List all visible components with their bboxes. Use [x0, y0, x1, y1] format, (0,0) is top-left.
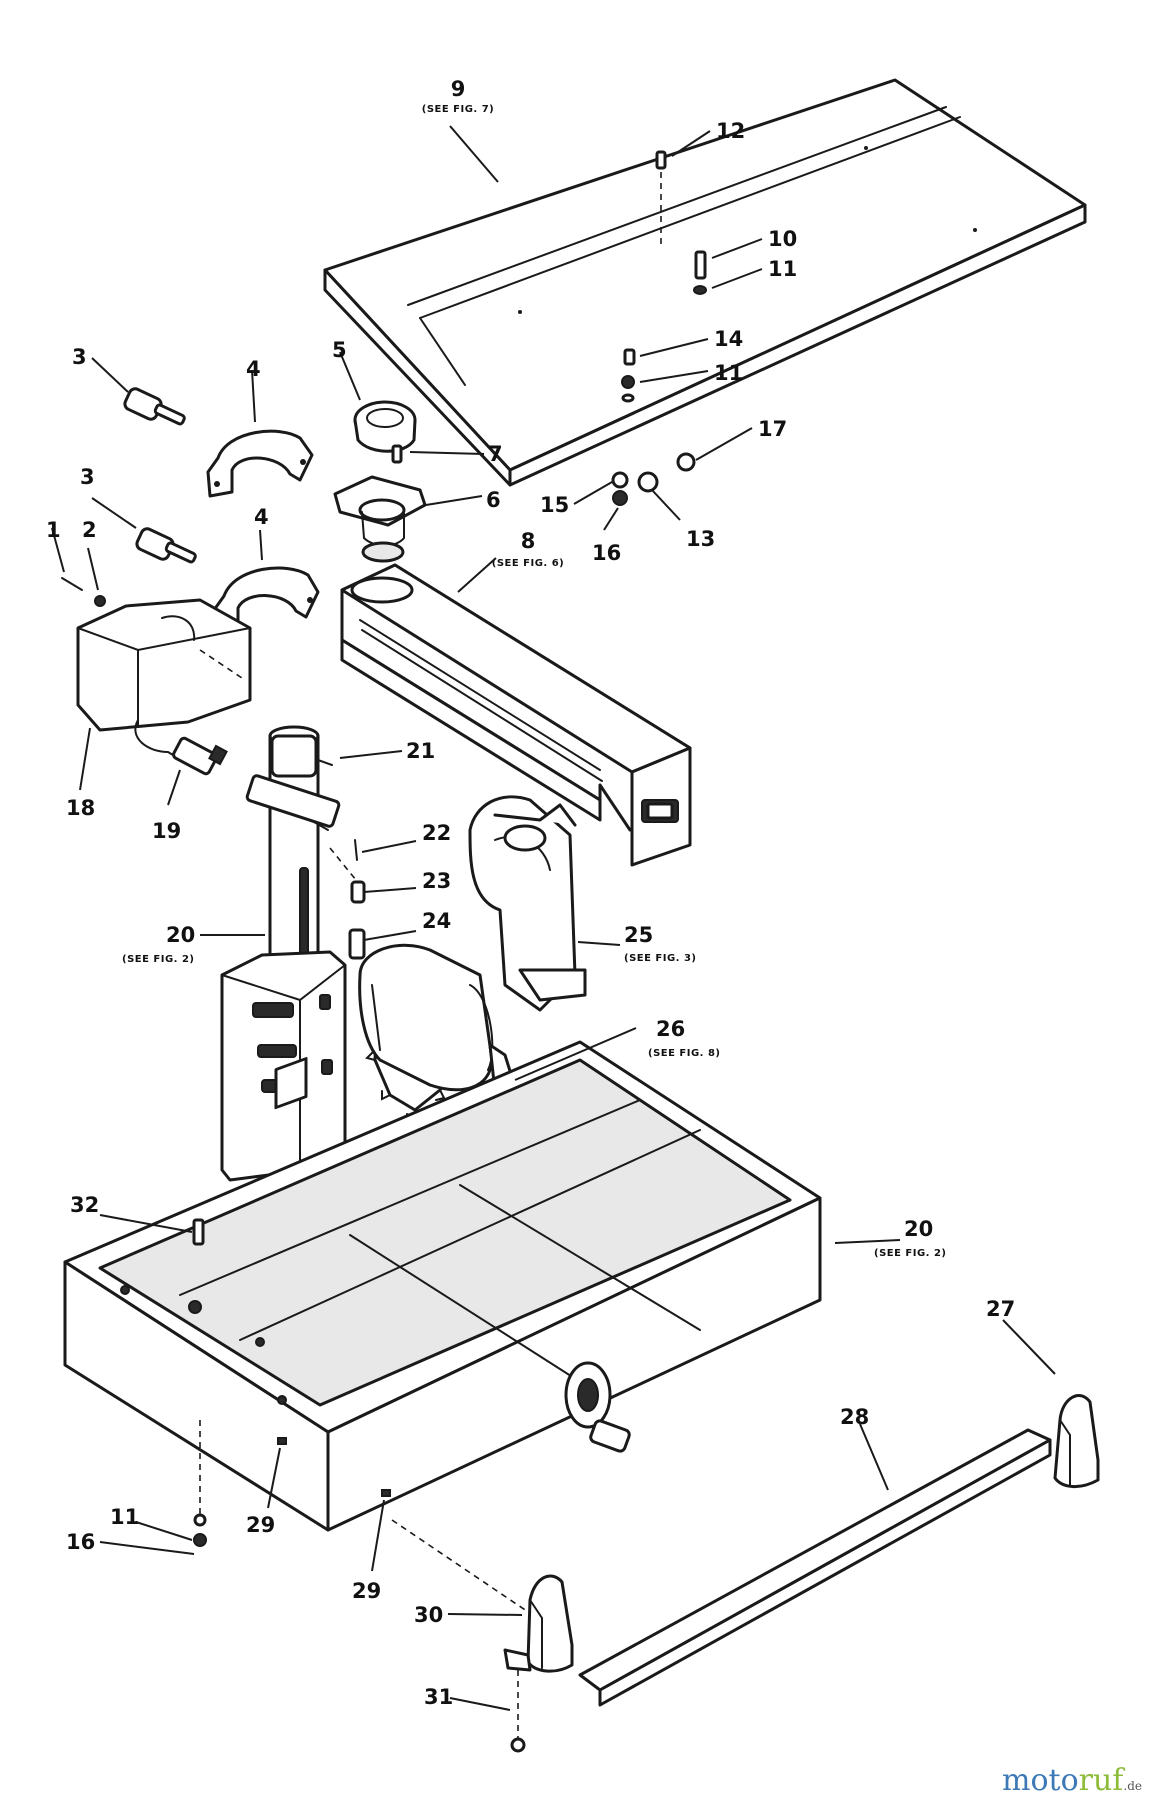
leader-lines [51, 125, 1056, 1711]
callout-26: 26 [656, 1017, 685, 1041]
callout-8: 8 [521, 529, 536, 553]
callout-31: 31 [424, 1685, 453, 1709]
callout-2: 2 [82, 518, 97, 542]
saw-yoke [468, 795, 577, 1012]
callout-27: 27 [986, 1297, 1015, 1321]
callout-11b: 11 [714, 361, 743, 385]
callout-22: 22 [422, 821, 451, 845]
callout-4a: 4 [246, 357, 261, 381]
callout-15: 15 [540, 493, 569, 517]
callout-30: 30 [414, 1603, 443, 1627]
set-screw [391, 444, 403, 464]
callout-8-ref: (SEE FIG. 6) [492, 558, 564, 569]
callout-1: 1 [46, 518, 61, 542]
power-plug [134, 719, 228, 776]
svg-text:motoruf.de: motoruf.de [1002, 1763, 1142, 1798]
callout-12: 12 [716, 119, 745, 143]
callout-11a: 11 [768, 257, 797, 281]
callout-25: 25 [624, 923, 653, 947]
callout-9-ref: (SEE FIG. 7) [422, 104, 494, 115]
column-hardware [317, 759, 366, 960]
front-rail [391, 1428, 1052, 1707]
callout-4b: 4 [254, 505, 269, 529]
elevation-crank-bolt-upper [123, 387, 186, 426]
base-frame [63, 1040, 822, 1532]
column-cap [353, 400, 417, 453]
callout-6: 6 [486, 488, 501, 512]
callout-9: 9 [451, 77, 466, 101]
callout-10: 10 [768, 227, 797, 251]
column-clamp-upper [206, 429, 314, 498]
callout-16b: 16 [66, 1530, 95, 1554]
callout-19: 19 [152, 819, 181, 843]
callout-20a-ref: (SEE FIG. 2) [122, 954, 194, 965]
callout-20b-ref: (SEE FIG. 2) [874, 1248, 946, 1259]
elevation-crank-bolt-lower [135, 527, 197, 564]
callout-20a: 20 [166, 923, 195, 947]
callout-20b: 20 [904, 1217, 933, 1241]
callout-17: 17 [758, 417, 787, 441]
leg-screw [510, 1670, 526, 1753]
base-hardware [192, 1218, 391, 1547]
callout-32: 32 [70, 1193, 99, 1217]
radial-arm [340, 563, 692, 867]
callout-26-ref: (SEE FIG. 8) [648, 1048, 720, 1059]
elevation-crank [564, 1361, 631, 1453]
callout-3b: 3 [80, 465, 95, 489]
callout-14: 14 [714, 327, 743, 351]
callout-7: 7 [488, 442, 503, 466]
table-hardware [611, 150, 707, 506]
leg-right [1053, 1394, 1100, 1488]
table-top [323, 78, 1087, 487]
ring-gear-bracket [333, 475, 427, 563]
callout-18: 18 [66, 796, 95, 820]
callout-labels: 9 (SEE FIG. 7) 12 10 11 14 11 17 15 16 1… [46, 77, 1015, 1709]
callout-3a: 3 [72, 345, 87, 369]
callout-13: 13 [686, 527, 715, 551]
callout-21: 21 [406, 739, 435, 763]
callout-29a: 29 [246, 1513, 275, 1537]
switch-screw [61, 577, 106, 607]
callout-28: 28 [840, 1405, 869, 1429]
callout-24: 24 [422, 909, 451, 933]
callout-11c: 11 [110, 1505, 139, 1529]
callout-23: 23 [422, 869, 451, 893]
callout-25-ref: (SEE FIG. 3) [624, 953, 696, 964]
column-tube [245, 725, 341, 988]
callout-16a: 16 [592, 541, 621, 565]
watermark-logo: motoruf.de [1002, 1763, 1142, 1798]
callout-5: 5 [332, 338, 347, 362]
leg-left [503, 1574, 574, 1673]
callout-29b: 29 [352, 1579, 381, 1603]
switch-box [76, 598, 252, 732]
